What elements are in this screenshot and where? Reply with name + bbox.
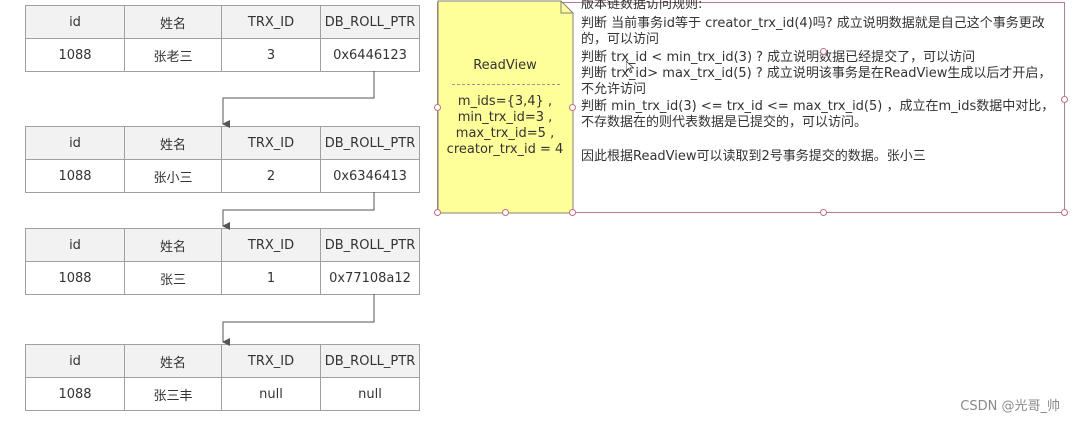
header-name: 姓名 [124,344,222,378]
resize-handle-panel-bottom-right[interactable] [1061,209,1068,216]
version-table-2: id 姓名 TRX_ID DB_ROLL_PTR 1088 张小三 2 0x63… [25,126,420,193]
header-db-roll-ptr: DB_ROLL_PTR [320,5,420,39]
resize-handle-panel-bottom[interactable] [820,209,827,216]
watermark: CSDN @光哥_帅 [960,399,1060,414]
header-db-roll-ptr: DB_ROLL_PTR [320,228,420,262]
header-name: 姓名 [124,228,222,262]
readview-m-ids: m_ids={3,4} , [457,94,553,109]
readview-divider [452,84,560,85]
table-header-row: id 姓名 TRX_ID DB_ROLL_PTR [25,344,420,378]
cell-id: 1088 [25,377,125,411]
table-row: 1088 张小三 2 0x6346413 [25,159,420,193]
resize-handle-bottom-left[interactable] [434,209,441,216]
version-table-4: id 姓名 TRX_ID DB_ROLL_PTR 1088 张三丰 null n… [25,344,420,411]
resize-handle-bottom[interactable] [502,209,509,216]
resize-handle-bottom-right[interactable] [569,209,576,216]
cell-db-roll-ptr: 0x6346413 [320,159,420,193]
table-row: 1088 张三 1 0x77108a12 [25,261,420,295]
version-table-1: id 姓名 TRX_ID DB_ROLL_PTR 1088 张老三 3 0x64… [25,5,420,72]
resize-handle-panel-mid[interactable] [820,48,827,55]
roll-pointer-arrow-2 [222,192,375,230]
cell-trx-id: null [221,377,321,411]
table-header-row: id 姓名 TRX_ID DB_ROLL_PTR [25,126,420,160]
cell-db-roll-ptr: null [320,377,420,411]
readview-note [437,0,574,214]
header-db-roll-ptr: DB_ROLL_PTR [320,344,420,378]
readview-max-trx-id: max_trx_id=5 , [455,126,555,141]
header-id: id [25,5,125,39]
resize-handle-right[interactable] [569,104,576,111]
rule-4: 判断 min_trx_id(3) <= trx_id <= max_trx_id… [581,99,1055,130]
cell-trx-id: 3 [221,38,321,72]
table-row: 1088 张老三 3 0x6446123 [25,38,420,72]
cell-id: 1088 [25,38,125,72]
resize-handle-left[interactable] [434,104,441,111]
table-header-row: id 姓名 TRX_ID DB_ROLL_PTR [25,5,420,39]
table-row: 1088 张三丰 null null [25,377,420,411]
roll-pointer-arrow-1 [222,71,375,128]
cell-name: 张三 [124,261,222,295]
header-db-roll-ptr: DB_ROLL_PTR [320,126,420,160]
cell-id: 1088 [25,159,125,193]
cell-name: 张小三 [124,159,222,193]
roll-pointer-arrow-3 [222,294,375,346]
rule-3: 判断 trx_id> max_trx_id(5) ? 成立说明该事务是在Read… [581,66,1052,97]
header-trx-id: TRX_ID [221,5,321,39]
table-header-row: id 姓名 TRX_ID DB_ROLL_PTR [25,228,420,262]
header-id: id [25,344,125,378]
header-trx-id: TRX_ID [221,228,321,262]
cell-trx-id: 1 [221,261,321,295]
rules-title: 版本链数据访问规则: [581,0,703,12]
resize-handle-panel-right[interactable] [1061,96,1068,103]
rule-1: 判断 当前事务id等于 creator_trx_id(4)吗? 成立说明数据就是… [581,16,1045,47]
header-name: 姓名 [124,126,222,160]
conclusion-text: 因此根据ReadView可以读取到2号事务提交的数据。张小三 [581,149,926,164]
readview-creator-trx-id: creator_trx_id = 4 [446,142,564,157]
header-id: id [25,126,125,160]
cell-trx-id: 2 [221,159,321,193]
readview-min-trx-id: min_trx_id=3 , [457,110,553,125]
cell-name: 张老三 [124,38,222,72]
mouse-cursor-icon [626,61,634,73]
cell-id: 1088 [25,261,125,295]
header-trx-id: TRX_ID [221,126,321,160]
header-trx-id: TRX_ID [221,344,321,378]
version-table-3: id 姓名 TRX_ID DB_ROLL_PTR 1088 张三 1 0x771… [25,228,420,295]
readview-title: ReadView [473,58,537,73]
cell-db-roll-ptr: 0x6446123 [320,38,420,72]
rule-2: 判断 trx_id < min_trx_id(3) ? 成立说明数据已经提交了，… [581,50,976,65]
cell-name: 张三丰 [124,377,222,411]
cell-db-roll-ptr: 0x77108a12 [320,261,420,295]
